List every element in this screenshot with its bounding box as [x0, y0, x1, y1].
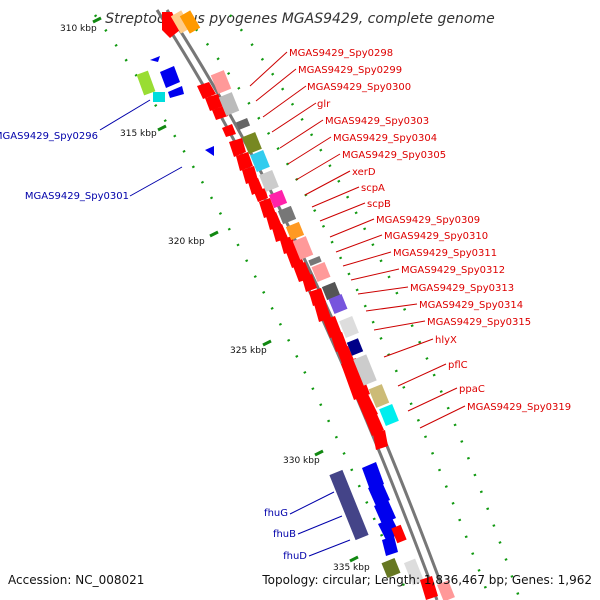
gene-cluster-315-left [136, 56, 214, 156]
scale-labels: 310 kbp 315 kbp 320 kbp 325 kbp 330 kbp … [60, 24, 370, 573]
gene-label: hlyX [435, 335, 457, 346]
gene-labels-right: MGAS9429_Spy0298 MGAS9429_Spy0299 MGAS94… [289, 48, 571, 413]
topology-label: Topology: circular; Length: 1,836,467 bp… [262, 573, 592, 587]
gene-label: fhuD [283, 551, 307, 562]
scale-label-330: 330 kbp [283, 456, 320, 466]
callout-lines-left [99, 99, 351, 557]
gene-label: MGAS9429_Spy0301 [25, 191, 129, 202]
gene-label: fhuG [264, 508, 288, 519]
gene-label: scpB [367, 199, 391, 210]
scale-label-320: 320 kbp [168, 237, 205, 247]
scale-label-310: 310 kbp [60, 24, 97, 34]
gene-label: scpA [361, 183, 385, 194]
gene-label: MGAS9429_Spy0319 [467, 402, 571, 413]
gene-label: MGAS9429_Spy0313 [410, 283, 514, 294]
gene-label: MGAS9429_Spy0303 [325, 116, 429, 127]
scale-label-315: 315 kbp [120, 129, 157, 139]
gene-labels-left: MGAS9429_Spy0296 MGAS9429_Spy0301 fhuG f… [0, 131, 307, 562]
gene-label: pflC [448, 360, 468, 371]
gene-label: MGAS9429_Spy0296 [0, 131, 98, 142]
scale-label-335: 335 kbp [333, 563, 370, 573]
gene-label: MGAS9429_Spy0309 [376, 215, 480, 226]
gene-label: MGAS9429_Spy0299 [298, 65, 402, 76]
gene-track-function-colors [210, 70, 399, 426]
gene-label: glr [317, 99, 331, 110]
gene-label: MGAS9429_Spy0298 [289, 48, 393, 59]
gene-label: MGAS9429_Spy0300 [307, 82, 411, 93]
scale-label-325: 325 kbp [230, 346, 267, 356]
gene-label: MGAS9429_Spy0310 [384, 231, 488, 242]
gene-label: MGAS9429_Spy0314 [419, 300, 523, 311]
gene-label: MGAS9429_Spy0311 [393, 248, 497, 259]
accession-label: Accession: NC_008021 [8, 573, 145, 587]
scale-ticks [92, 16, 359, 563]
map-title: Streptococcus pyogenes MGAS9429, complet… [105, 11, 494, 27]
gene-label: MGAS9429_Spy0305 [342, 150, 446, 161]
callout-lines-right [249, 51, 466, 429]
gene-label: MGAS9429_Spy0312 [401, 265, 505, 276]
gene-track-forward [197, 82, 388, 450]
gene-label: xerD [352, 167, 376, 178]
gene-track-top [162, 10, 201, 38]
genome-backbone [155, 9, 449, 600]
gene-track-reverse [329, 462, 455, 600]
gene-label: MGAS9429_Spy0315 [427, 317, 531, 328]
gene-label: MGAS9429_Spy0304 [333, 133, 437, 144]
gene-label: ppaC [459, 384, 485, 395]
gene-label: fhuB [273, 529, 296, 540]
